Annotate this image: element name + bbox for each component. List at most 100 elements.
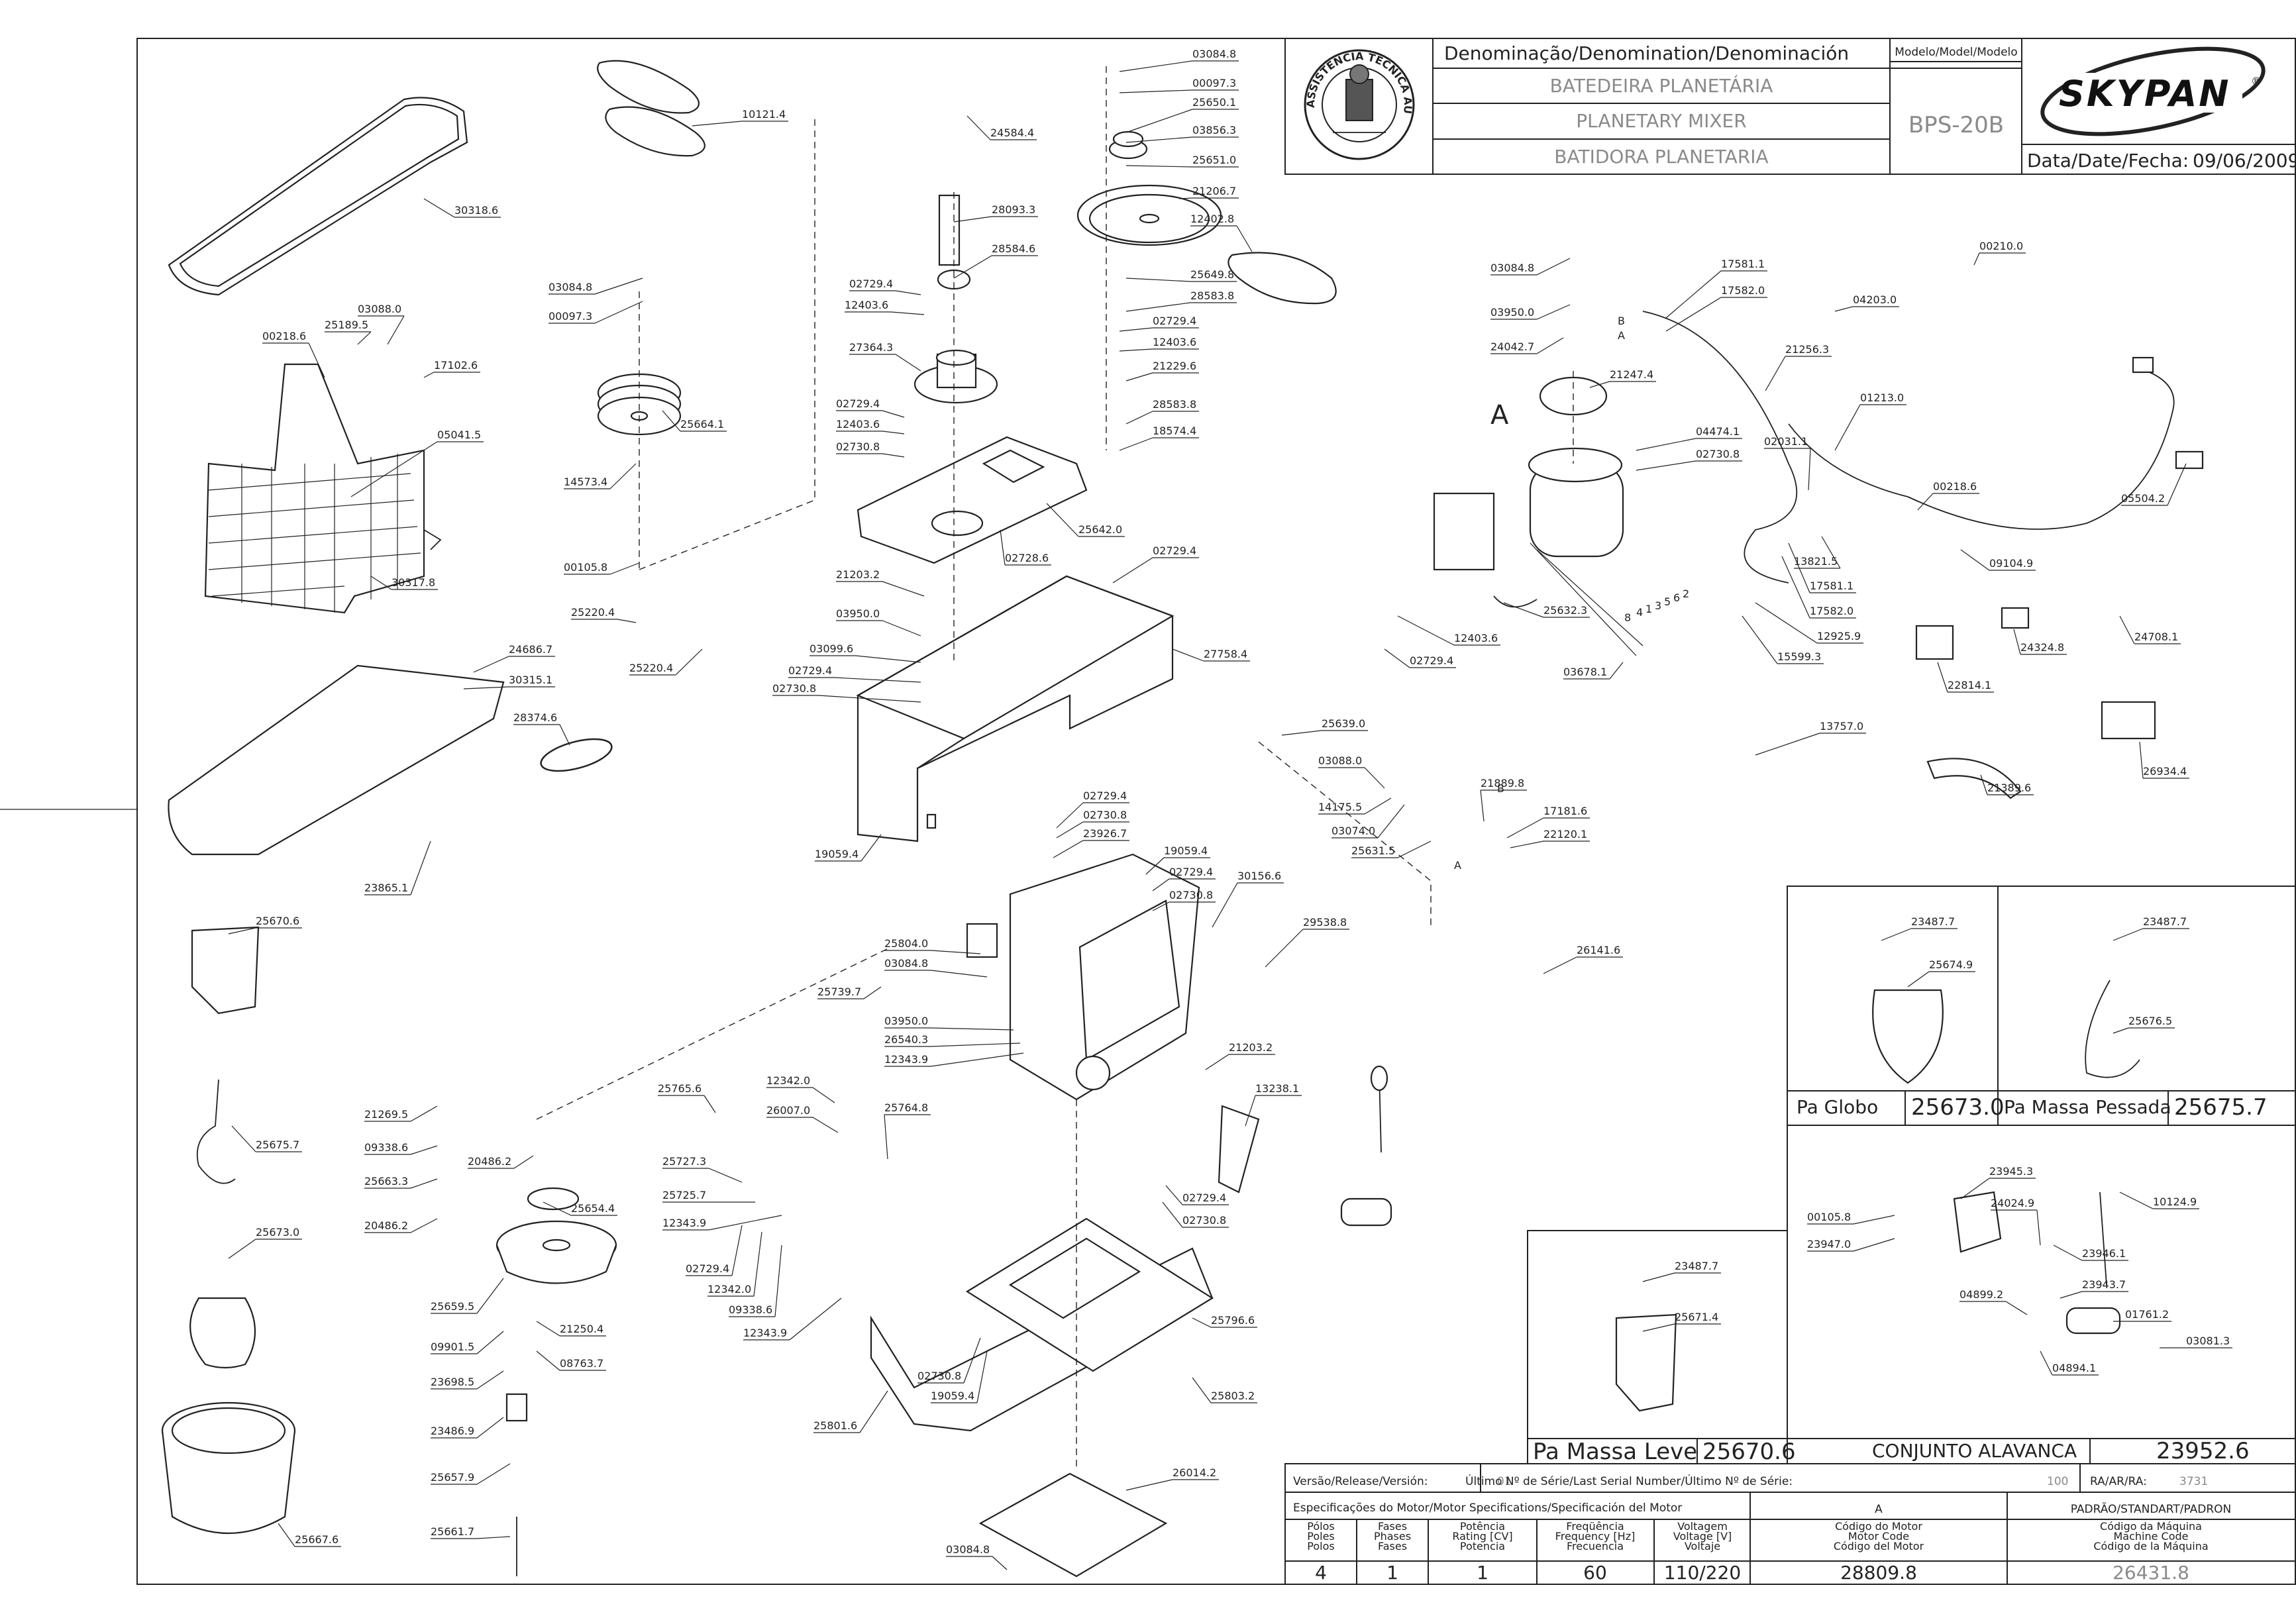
- spec-phases-value: 1: [1386, 1562, 1398, 1584]
- callout-leader: [692, 121, 743, 127]
- part-number-label: 26141.6: [1577, 944, 1620, 956]
- callout-leader: [930, 950, 981, 954]
- callout-leader: [930, 1052, 1024, 1067]
- terminal-2: 2: [1683, 587, 1689, 600]
- callout-leader: [1589, 381, 1610, 388]
- part-number-label: 03099.6: [809, 642, 853, 655]
- callout-leader: [834, 677, 921, 683]
- part-number-label: 03856.3: [1192, 124, 1236, 136]
- callout-leader: [410, 1145, 438, 1155]
- whisk: [189, 1297, 256, 1369]
- callout-leader: [1364, 767, 1385, 789]
- callout-leader: [1917, 493, 1934, 511]
- machine-base: [870, 1217, 1214, 1432]
- part-number-label: 00097.3: [1192, 77, 1236, 89]
- brand-name: SKYPAN: [2059, 73, 2230, 115]
- part-number-label: 00105.8: [564, 561, 607, 574]
- part-number-label: 25803.2: [1211, 1390, 1255, 1402]
- part-number-label: 21269.5: [364, 1108, 408, 1121]
- part-number-label: 30317.8: [391, 576, 435, 589]
- callout-leader: [1503, 602, 1544, 618]
- callout-leader: [1665, 270, 1722, 319]
- callout-leader: [1543, 956, 1577, 974]
- callout-leader: [536, 1350, 560, 1371]
- callout-leader: [1000, 529, 1006, 566]
- part-number-label: 03950.0: [1490, 306, 1534, 319]
- part-number-label: 23865.1: [364, 882, 408, 894]
- part-number-label: 03081.3: [2186, 1335, 2230, 1347]
- part-number-label: 25725.7: [662, 1189, 706, 1201]
- massa-leve-code: 25670.6: [1702, 1439, 1796, 1465]
- part-number-label: 26934.4: [2143, 765, 2187, 778]
- part-number-label: 04894.1: [2052, 1362, 2096, 1374]
- part-number-label: 12342.0: [766, 1074, 810, 1087]
- callout-leader: [1755, 733, 1820, 756]
- part-number-label: 21250.4: [560, 1323, 603, 1335]
- spindle-belt: [1227, 252, 1337, 305]
- part-number-label: 21247.4: [1610, 368, 1653, 381]
- part-number-label: 25739.7: [817, 986, 861, 998]
- callout-leader: [1536, 337, 1564, 354]
- part-number-label: 12342.0: [707, 1283, 751, 1295]
- part-number-label: 30315.1: [509, 674, 552, 686]
- callout-leader: [2040, 1350, 2053, 1376]
- part-number-label: 25673.0: [256, 1226, 299, 1239]
- part-number-label: 03950.0: [884, 1015, 928, 1027]
- callout-leader: [476, 1463, 511, 1485]
- drive-belts: [597, 60, 705, 157]
- part-number-label: 27364.3: [849, 341, 893, 354]
- part-number-label: 02729.4: [788, 664, 832, 677]
- part-number-label: 00210.0: [1979, 240, 2023, 252]
- callout-leader: [617, 619, 637, 623]
- part-number-label: 00097.3: [548, 310, 592, 323]
- spec-frequency-l2: Frequency [Hz]: [1555, 1530, 1636, 1543]
- part-number-label: 21889.8: [1481, 777, 1524, 789]
- callout-leader: [2013, 629, 2021, 655]
- callout-leader: [1980, 774, 1988, 795]
- spec-rating-value: 1: [1477, 1562, 1488, 1584]
- massa-pesada-code: 25675.7: [2174, 1094, 2268, 1121]
- callout-leader: [1755, 602, 1818, 644]
- callout-leader: [1536, 258, 1571, 276]
- column-frame: [966, 853, 1200, 1101]
- part-number-label: 02728.6: [1005, 552, 1049, 564]
- part-number-label: 12403.6: [1454, 632, 1498, 644]
- model-number: BPS-20B: [1908, 112, 2004, 138]
- callout-leader: [976, 1350, 988, 1403]
- spec-poles-l1: Pólos: [1307, 1520, 1334, 1533]
- part-number-label: 12343.9: [884, 1053, 928, 1066]
- part-number-label: 00218.6: [262, 330, 306, 342]
- callout-leader: [1265, 929, 1304, 968]
- callout-leader: [2119, 615, 2135, 644]
- part-number-label: 12343.9: [743, 1327, 787, 1339]
- upper-housing: [857, 194, 1088, 564]
- version-value: 01: [1497, 1475, 1512, 1488]
- callout-leader: [1665, 297, 1722, 332]
- callout-leader: [1853, 1215, 1895, 1225]
- callout-leader: [1364, 797, 1392, 815]
- callout-leader: [812, 1117, 839, 1133]
- callout-leader: [308, 342, 325, 378]
- part-number-label: 30318.6: [454, 204, 498, 217]
- callout-leader: [953, 216, 992, 223]
- callout-leader: [675, 648, 703, 676]
- callout-leader: [2053, 1244, 2083, 1261]
- part-number-label: 03950.0: [836, 607, 880, 620]
- callout-leader: [1125, 278, 1191, 282]
- part-number-label: 09338.6: [364, 1141, 408, 1154]
- spec-motor-code-value: 28809.8: [1840, 1562, 1917, 1584]
- callout-leader: [1881, 928, 1912, 941]
- part-number-label: 30156.6: [1237, 870, 1281, 882]
- decal-05504: [2175, 450, 2204, 470]
- part-number-label: 24708.1: [2134, 631, 2178, 643]
- globo-code: 25673.0: [1911, 1094, 2005, 1121]
- callout-leader: [410, 1178, 438, 1189]
- callout-leader: [543, 1201, 572, 1216]
- drawing-border: [136, 38, 2296, 1585]
- callout-leader: [476, 1370, 504, 1390]
- terminal-8: 8: [1624, 611, 1631, 624]
- part-number-label: 25801.6: [813, 1419, 857, 1432]
- part-number-label: 24686.7: [509, 643, 552, 656]
- callout-leader: [609, 463, 637, 489]
- callout-leader: [2036, 1209, 2041, 1246]
